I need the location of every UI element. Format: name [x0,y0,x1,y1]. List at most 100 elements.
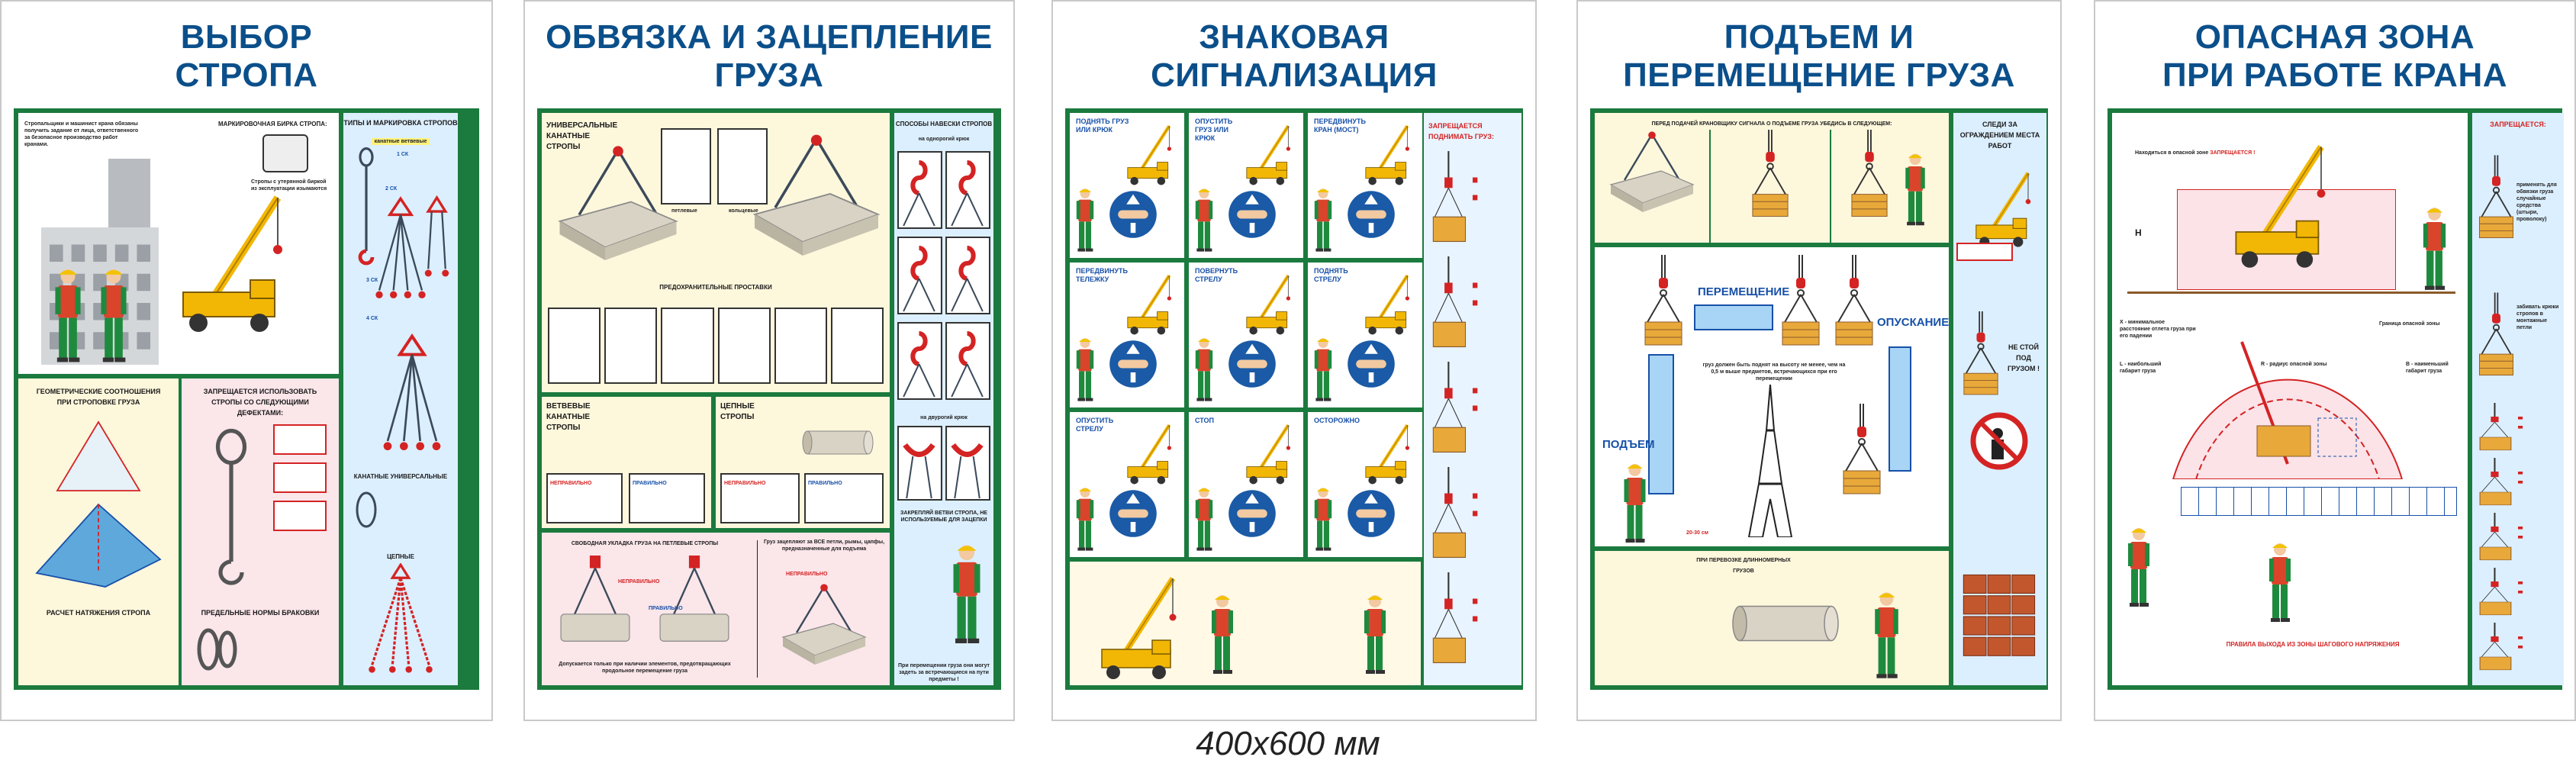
zone-text: Находиться в опасной зоне ЗАПРЕЩАЕТСЯ ! [2135,150,2255,156]
hand-signal-icon [1108,339,1158,389]
signalman-illustration [1192,335,1216,404]
signal-title: ПОДНЯТЬ ГРУЗ ИЛИ КРЮК [1076,118,1129,134]
signalman-illustration [1073,485,1097,553]
poster-frame: Находиться в опасной зоне ЗАПРЕЩАЕТСЯ ! … [2107,108,2564,690]
secure-heading: ЗАКРЕПЛЯЙ ВЕТВИ СТРОПА, НЕ ИСПОЛЬЗУЕМЫЕ … [900,511,987,523]
crane-illustration [1354,415,1421,491]
signalman-illustration [1192,185,1216,254]
sling-types-panel: ТИПЫ И МАРКИРОВКА СТРОПОВ канатные ветве… [343,113,458,685]
signal-card: ПЕРЕДВИНУТЬ КРАН (МОСТ) [1308,113,1422,258]
zone-text-label: Находиться в опасной зоне [2135,150,2209,156]
slab-sling-illustration [748,128,885,273]
signalman-illustration [1192,485,1216,553]
worker-illustration [95,266,133,365]
hand-signal-icon [1346,189,1396,240]
defect-callout [273,501,327,531]
danger-zone-diagram [2143,311,2433,479]
right-label: ПРАВИЛЬНО [649,606,683,611]
title-line: ГРУЗА [714,56,824,94]
b-label: B - наименьший габарит груза [2406,362,2449,374]
single-sling-icon [351,147,382,269]
spacer-thumb [661,308,714,384]
spacer-thumb [830,308,884,384]
lift-arrow [1648,354,1674,494]
wrong-label: НЕПРАВИЛЬНО [618,579,660,585]
worker-illustration [2124,525,2154,609]
chain-label: ЦЕПНЫЕ [387,553,414,560]
type-label: 1 СК [397,152,409,157]
slab-sling-illustration [549,143,687,273]
move-arrow [1694,304,1773,330]
geometry-panel: ГЕОМЕТРИЧЕСКИЕ СООТНОШЕНИЯ ПРИ СТРОПОВКЕ… [18,378,179,685]
title-line: ПРИ РАБОТЕ КРАНА [2162,56,2508,94]
chain-sling-icon [359,563,443,678]
title-line: ОПАСНАЯ ЗОНА [2194,18,2475,56]
hand-signal-icon [1346,339,1396,389]
spacer-thumbs [548,308,884,384]
exit-rules-heading: ПРАВИЛА ВЫХОДА ИЗ ЗОНЫ ШАГОВОГО НАПРЯЖЕН… [2226,641,2400,648]
x-label: X - минимальное расстояние отлета груза … [2120,320,2196,339]
crane-illustration [1116,266,1183,342]
divider [1830,130,1831,243]
forbidden-examples [2475,403,2561,678]
slab-illustration [1602,130,1702,221]
two-leg-sling-icon [420,189,454,288]
hand-signal-icon [1108,189,1158,240]
poster-frame: УНИВЕРСАЛЬНЫЕ КАНАТНЫЕ СТРОПЫ петлевые к… [537,108,1001,690]
single-hook-grid [897,151,990,403]
spacer-thumb [548,308,601,384]
double-hook-label: на двурогий крюк [920,415,968,420]
size-caption: 400x600 мм [1196,725,1380,762]
signal-card: ПОДНЯТЬ СТРЕЛУ [1308,262,1422,407]
forbidden-heading: ЗАПРЕЩАЕТСЯ: [2490,121,2546,128]
signal-title: ПОДНЯТЬ СТРЕЛУ [1314,267,1348,283]
signal-title: ПЕРЕДВИНУТЬ КРАН (МОСТ) [1314,118,1366,134]
hanging-heading: СПОСОБЫ НАВЕСКИ СТРОПОВ [895,121,993,127]
l-label: L - наибольший габарит груза [2120,362,2162,374]
crate-hook-illustration [2475,288,2517,388]
crate-hook-illustration [2475,151,2517,250]
signal-title: ОПУСТИТЬ ГРУЗ ИЛИ КРЮК [1195,118,1233,142]
title-line: СИГНАЛИЗАЦИЯ [1151,56,1438,94]
pipe-sling-wrong [549,556,641,655]
lower-label: ОПУСКАНИЕ [1877,316,1949,329]
gap-label: 20-30 см [1686,530,1708,536]
worker-illustration [1869,589,1904,681]
crate-hook-illustration [1778,255,1824,354]
types-heading: ТИПЫ И МАРКИРОВКА СТРОПОВ [343,119,458,127]
hand-signal-icon [1227,339,1277,389]
chain-links-icon [193,623,239,676]
ring-sling-thumb [717,128,768,205]
worker-illustration [49,266,87,365]
divider [757,540,758,678]
move-label: ПЕРЕМЕЩЕНИЕ [1698,285,1790,298]
worker-illustration [2417,205,2452,292]
chains-heading: ЦЕПНЫЕ СТРОПЫ [720,402,755,421]
tag-note: Стропы с утерянной биркой из эксплуатаци… [251,179,327,192]
pipe-sling-right [649,556,740,655]
distance-table [2181,487,2457,516]
r-label: R - радиус опасной зоны [2261,362,2327,367]
pipe-illustration [800,420,876,465]
dont-stand-label: НЕ СТОЙ ПОД ГРУЗОМ ! [2007,343,2040,372]
universal-slings-panel: УНИВЕРСАЛЬНЫЕ КАНАТНЫЕ СТРОПЫ петлевые к… [542,113,890,392]
right-label: ПРАВИЛЬНО [633,481,667,486]
signal-title: ПОВЕРНУТЬ СТРЕЛУ [1195,267,1238,283]
wrong-label: НЕПРАВИЛЬНО [724,481,766,486]
worker-illustration [948,533,986,655]
signal-card: ОСТОРОЖНО [1308,412,1422,557]
branch-slings-panel: ВЕТВЕВЫЕ КАНАТНЫЕ СТРОПЫ НЕПРАВИЛЬНО ПРА… [542,397,711,528]
sling-loop-illustration [204,424,258,592]
four-leg-sling-icon [382,327,443,464]
no-entry-sign [1956,243,2013,261]
crate-hook-illustration [1831,255,1877,354]
crane-illustration [156,159,308,365]
calc-heading: РАСЧЕТ НАТЯЖЕНИЯ СТРОПА [46,609,151,617]
crate-hook-illustration [1641,255,1686,354]
right-example: ПРАВИЛЬНО [629,473,705,523]
crate-hook-illustration [1835,130,1904,225]
